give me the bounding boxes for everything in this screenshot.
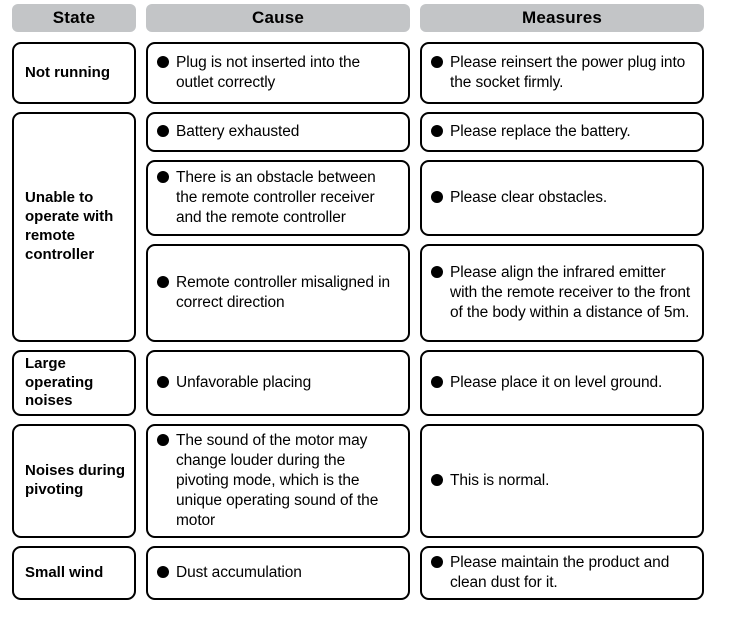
- bullet-icon: [431, 555, 443, 568]
- state-cell-not-running: Not running: [12, 42, 136, 104]
- bullet-icon: [157, 55, 169, 68]
- state-cell-small-wind: Small wind: [12, 546, 136, 600]
- bullet-icon: [431, 375, 443, 388]
- cause-text: Plug is not inserted into the outlet cor…: [176, 53, 361, 91]
- bullet-icon: [157, 170, 169, 183]
- measure-text: This is normal.: [450, 471, 550, 489]
- measure-cell: This is normal.: [420, 424, 704, 538]
- cause-text: Dust accumulation: [176, 563, 302, 581]
- bullet-icon: [157, 375, 169, 388]
- cause-text: Unfavorable placing: [176, 373, 312, 391]
- state-column: Not running Unable to operate with remot…: [12, 42, 136, 600]
- cause-text: Remote controller misaligned in correct …: [176, 273, 390, 311]
- bullet-icon: [431, 124, 443, 137]
- measure-text: Please reinsert the power plug into the …: [450, 53, 686, 91]
- cause-cell: Plug is not inserted into the outlet cor…: [146, 42, 410, 104]
- column-header-measures: Measures: [420, 4, 704, 32]
- cause-cell: Remote controller misaligned in correct …: [146, 244, 410, 342]
- measure-text: Please maintain the product and clean du…: [450, 553, 670, 591]
- cause-cell: Unfavorable placing: [146, 350, 410, 416]
- bullet-icon: [157, 565, 169, 578]
- state-label: Noises during pivoting: [25, 462, 126, 498]
- bullet-icon: [431, 55, 443, 68]
- column-header-measures-label: Measures: [521, 8, 603, 27]
- measure-text: Please replace the battery.: [450, 122, 631, 140]
- state-cell-large-operating-noises: Large operating noises: [12, 350, 136, 416]
- bullet-icon: [157, 433, 169, 446]
- cause-text: The sound of the motor may change louder…: [176, 431, 379, 530]
- bullet-icon: [431, 190, 443, 203]
- bullet-icon: [431, 265, 443, 278]
- measure-text: Please align the infrared emitter with t…: [450, 263, 691, 322]
- state-label: Large operating noises: [25, 354, 94, 410]
- column-header-cause: Cause: [146, 4, 410, 32]
- measure-cell: Please replace the battery.: [420, 112, 704, 152]
- state-cell-noises-during-pivoting: Noises during pivoting: [12, 424, 136, 538]
- measure-cell: Please reinsert the power plug into the …: [420, 42, 704, 104]
- cause-text: There is an obstacle between the remote …: [176, 168, 376, 227]
- measure-text: Please clear obstacles.: [450, 188, 608, 206]
- column-header-state-label: State: [52, 8, 96, 27]
- table-body: Not running Unable to operate with remot…: [12, 42, 704, 600]
- cause-text: Battery exhausted: [176, 122, 300, 140]
- state-label: Small wind: [25, 563, 104, 581]
- column-header-cause-label: Cause: [251, 8, 305, 27]
- measures-column: Please reinsert the power plug into the …: [420, 42, 704, 600]
- measure-text: Please place it on level ground.: [450, 373, 663, 391]
- cause-cell: The sound of the motor may change louder…: [146, 424, 410, 538]
- state-label: Unable to operate with remote controller: [25, 189, 114, 263]
- state-cell-remote-controller: Unable to operate with remote controller: [12, 112, 136, 342]
- cause-cell: Dust accumulation: [146, 546, 410, 600]
- table-header-row: State Cause Measures: [12, 4, 704, 32]
- bullet-icon: [431, 473, 443, 486]
- measure-cell: Please maintain the product and clean du…: [420, 546, 704, 600]
- bullet-icon: [157, 124, 169, 137]
- cause-cell: Battery exhausted: [146, 112, 410, 152]
- column-header-state: State: [12, 4, 136, 32]
- bullet-icon: [157, 275, 169, 288]
- measure-cell: Please clear obstacles.: [420, 160, 704, 236]
- measure-cell: Please align the infrared emitter with t…: [420, 244, 704, 342]
- state-label: Not running: [25, 63, 110, 81]
- measure-cell: Please place it on level ground.: [420, 350, 704, 416]
- cause-cell: There is an obstacle between the remote …: [146, 160, 410, 236]
- cause-column: Plug is not inserted into the outlet cor…: [146, 42, 410, 600]
